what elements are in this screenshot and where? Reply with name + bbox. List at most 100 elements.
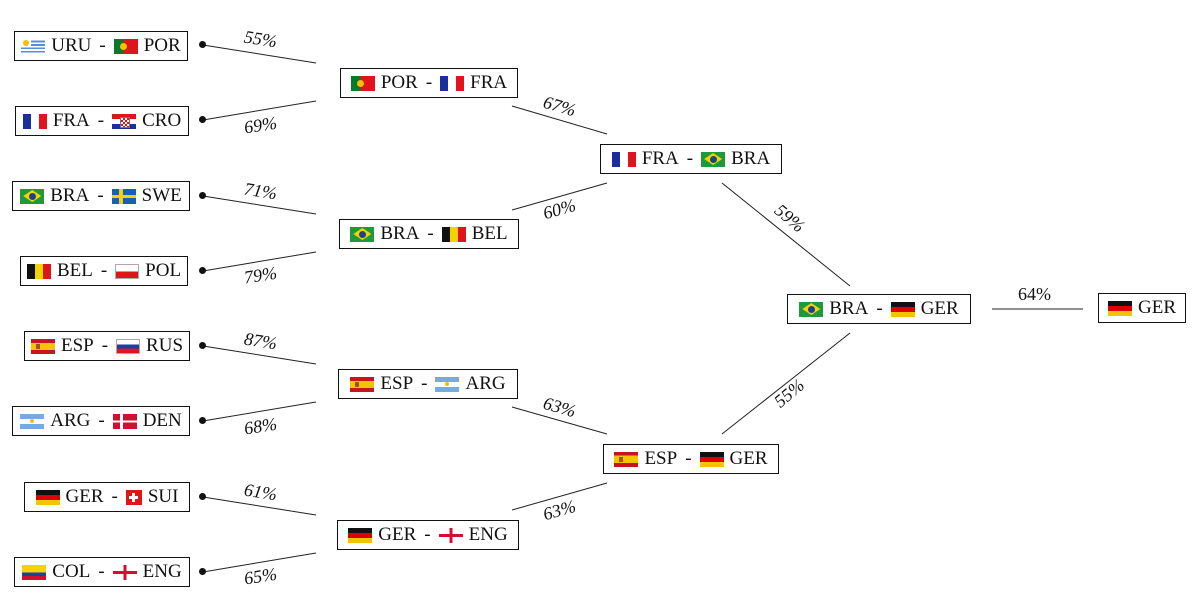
separator: - [101,335,109,356]
match-sf-2: ESP - GER [603,444,779,474]
separator: - [97,185,104,206]
connector-r16-4 [202,251,317,272]
switzerland-flag-icon [125,489,142,505]
separator: - [685,448,692,469]
connector-r16-1 [202,44,317,64]
separator: - [424,524,431,545]
bracket-dot [199,267,206,274]
team-code: FRA [52,110,90,131]
team-code: BRA [829,298,869,319]
match-qf-1: POR - FRA [340,68,518,98]
match-final: BRA - GER [787,294,971,324]
germany-flag-icon [35,489,60,505]
connector-r16-5 [202,345,317,365]
team-code: ESP [380,373,414,394]
germany-flag-icon [699,451,724,467]
germany-flag-icon [1108,300,1132,316]
match-qf-2: BRA - BEL [339,219,519,249]
team-code: COL [52,561,91,582]
england-flag-icon [438,527,463,543]
probability-label: 64% [1018,284,1051,304]
match-r16-2: FRA - CRO [15,106,189,136]
team-code: POR [143,35,181,56]
bracket-dot [199,568,206,575]
match-qf-3: ESP - ARG [338,369,518,399]
brazil-flag-icon [701,151,726,167]
team-code: BEL [56,260,93,281]
connector-sf-1 [721,182,851,287]
belgium-flag-icon [26,263,51,279]
separator: - [421,373,428,394]
match-r16-6: ARG - DEN [12,406,190,436]
spain-flag-icon [350,376,375,392]
connector-qf-1 [511,105,608,135]
match-qf-4: GER - ENG [337,520,519,550]
match-r16-4: BEL - POL [20,256,188,286]
bracket-dot [199,342,206,349]
portugal-flag-icon [113,38,138,54]
portugal-flag-icon [350,75,375,91]
separator: - [427,223,434,244]
separator: - [425,72,433,93]
team-code: FRA [470,72,508,93]
uruguay-flag-icon [21,38,46,54]
connector-qf-4 [511,482,608,511]
separator: - [98,561,105,582]
separator: - [98,410,105,431]
team-code: ESP [60,335,94,356]
connector-qf-2 [511,182,608,211]
connector-r16-3 [202,195,317,215]
team-code: BRA [380,223,420,244]
separator: - [99,35,106,56]
brazil-flag-icon [799,301,824,317]
bracket-dot [199,41,206,48]
croatia-flag-icon [112,113,137,129]
team-code: GER [378,524,417,545]
connector-r16-6 [202,401,317,422]
separator: - [876,298,883,319]
brazil-flag-icon [20,188,45,204]
denmark-flag-icon [112,413,137,429]
team-code: DEN [142,410,182,431]
team-code: GER [729,448,768,469]
team-code: GER [920,298,959,319]
germany-flag-icon [348,527,373,543]
champion-box: GER [1098,293,1186,323]
argentina-flag-icon [20,413,45,429]
team-code: ENG [468,524,508,545]
match-sf-1: FRA - BRA [600,144,782,174]
brazil-flag-icon [350,226,375,242]
spain-flag-icon [30,338,55,354]
germany-flag-icon [890,301,915,317]
champion-code: GER [1138,297,1176,318]
team-code: ARG [50,410,91,431]
bracket-dot [199,417,206,424]
bracket-dot [199,192,206,199]
match-r16-3: BRA - SWE [12,181,190,211]
argentina-flag-icon [435,376,460,392]
team-code: BRA [731,148,771,169]
spain-flag-icon [614,451,639,467]
team-code: URU [51,35,92,56]
connector-qf-3 [511,406,608,435]
bracket-dot [199,116,206,123]
team-code: POL [145,260,182,281]
connector-r16-2 [202,100,317,121]
match-r16-1: URU - POR [14,31,188,61]
team-code: CRO [142,110,182,131]
team-code: ESP [644,448,678,469]
match-r16-5: ESP - RUS [24,331,190,361]
connector-sf-2 [721,332,851,435]
team-code: RUS [146,335,184,356]
match-r16-7: GER - SUI [24,482,190,512]
england-flag-icon [112,564,137,580]
match-r16-8: COL - ENG [14,557,190,587]
separator: - [686,148,694,169]
france-flag-icon [22,113,47,129]
team-code: ARG [465,373,506,394]
belgium-flag-icon [441,226,466,242]
team-code: GER [65,486,104,507]
team-code: ENG [142,561,182,582]
separator: - [97,110,105,131]
